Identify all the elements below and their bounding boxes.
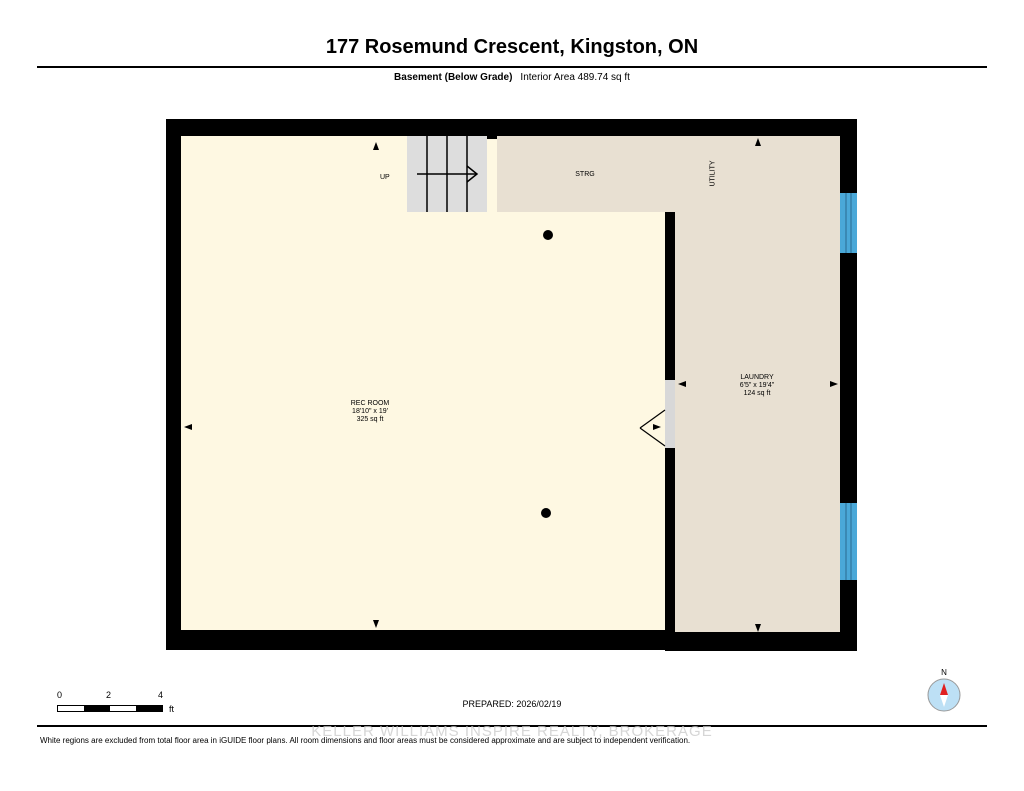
laundry-label: LAUNDRY 6'5" x 19'4" 124 sq ft — [707, 374, 807, 398]
room-dims: 18'10" x 19' — [352, 408, 388, 415]
compass-icon — [927, 678, 961, 712]
scale-tick: 4 — [158, 690, 164, 700]
room-area: 325 sq ft — [356, 416, 384, 423]
scale-tick: 0 — [57, 690, 63, 700]
storage-label: STRG — [575, 171, 595, 178]
window — [840, 193, 857, 253]
compass-north-label: N — [941, 668, 947, 677]
room-area: 124 sq ft — [743, 390, 771, 397]
level-info: Basement (Below Grade) Interior Area 489.… — [0, 72, 1024, 83]
laundry-floor — [675, 136, 840, 632]
window — [840, 503, 857, 580]
disclaimer: White regions are excluded from total fl… — [40, 736, 691, 745]
scale-unit: ft — [169, 704, 175, 714]
prepared-date: PREPARED: 2026/02/19 — [462, 699, 562, 709]
rec-room-label: REC ROOM 18'10" x 19' 325 sq ft — [320, 400, 420, 424]
divider — [37, 66, 987, 68]
scale-bar: 0 2 4 ft — [55, 690, 185, 720]
room-name: LAUNDRY — [740, 374, 774, 381]
watermark: KELLER WILLIAMS INSPIRE REALTY, BROKERAG… — [311, 723, 713, 740]
footer-divider — [37, 725, 987, 727]
storage-floor — [497, 136, 675, 212]
compass: N — [926, 668, 962, 720]
page-title: 177 Rosemund Crescent, Kingston, ON — [325, 36, 699, 58]
scale-tick: 2 — [106, 690, 112, 700]
utility-label: UTILITY — [709, 160, 717, 187]
doorway — [665, 380, 675, 448]
room-name: REC ROOM — [350, 400, 390, 407]
stairs-label: UP — [380, 174, 390, 181]
level-name: Basement (Below Grade) — [394, 72, 513, 83]
room-dims: 6'5" x 19'4" — [739, 382, 775, 389]
interior-area: Interior Area 489.74 sq ft — [520, 72, 630, 83]
